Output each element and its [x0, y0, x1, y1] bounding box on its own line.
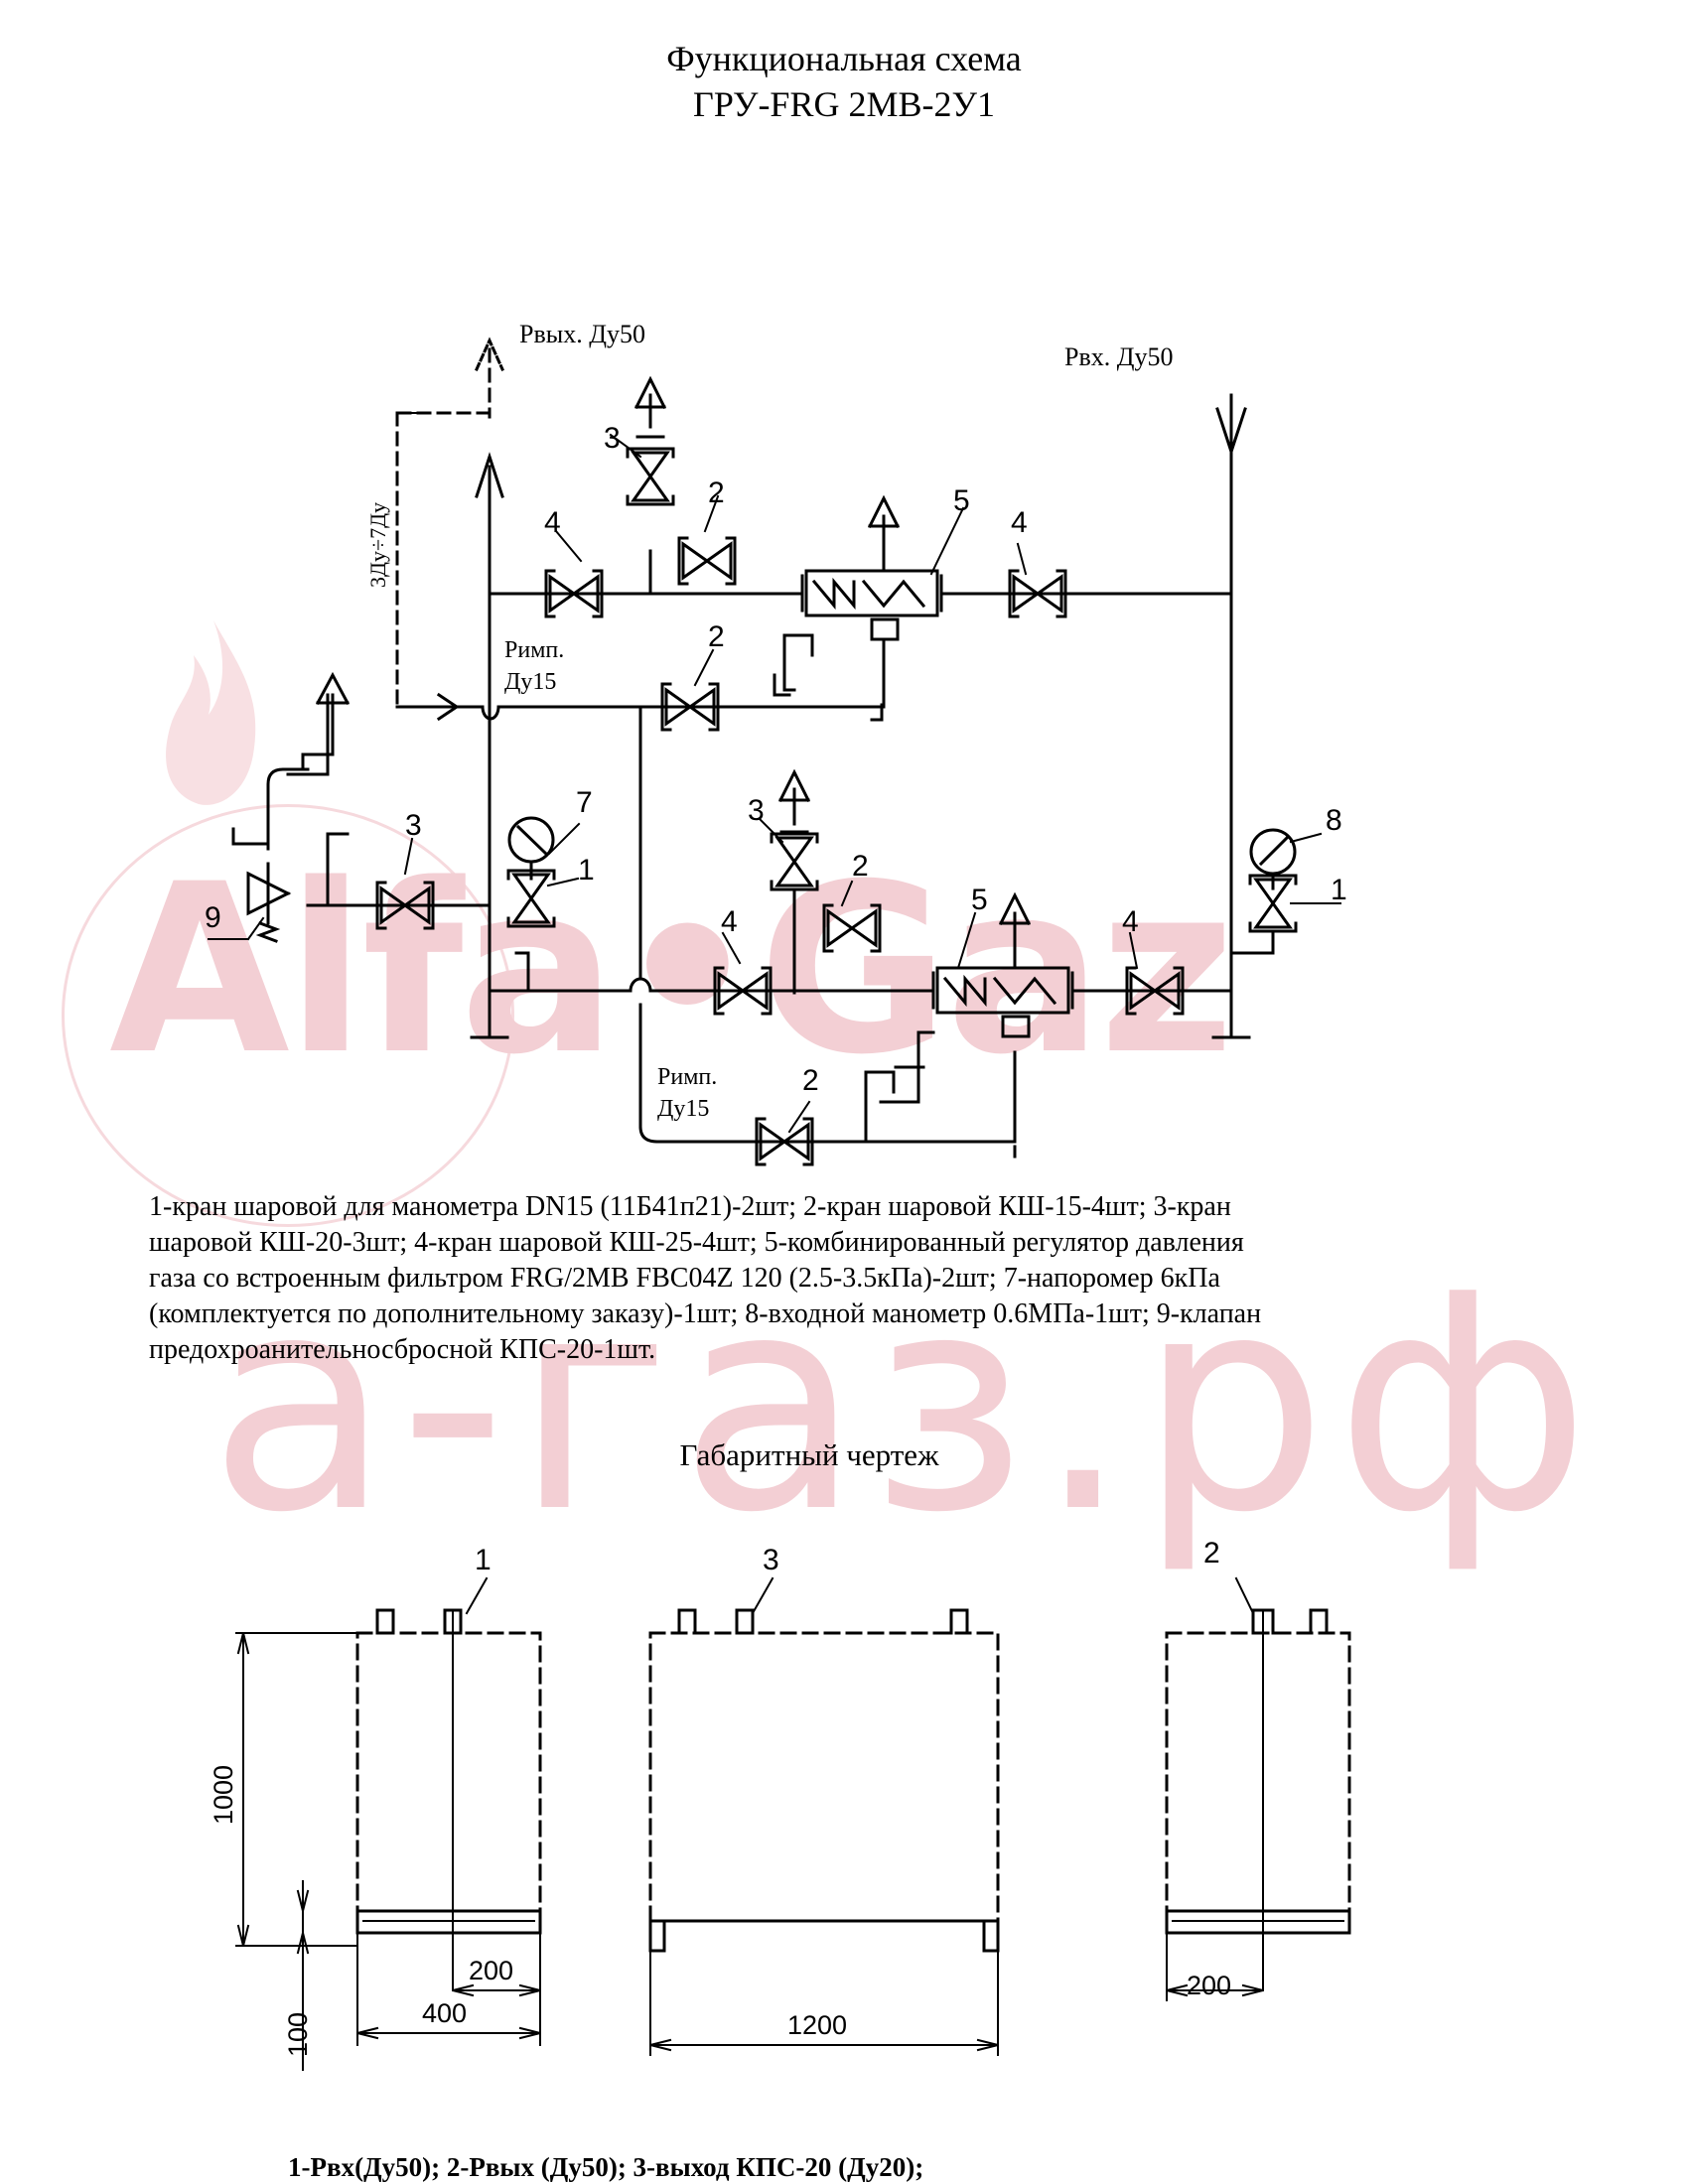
- legend-line-1: 1-кран шаровой для манометра DN15 (11Б41…: [149, 1191, 1231, 1222]
- impulse-top-label-2: Ду15: [504, 669, 557, 695]
- page-title: Функциональная схема: [666, 39, 1022, 78]
- dim-width-front: 1200: [787, 2010, 848, 2040]
- front-view: [648, 1576, 1000, 1953]
- callout-2d: 2: [802, 1064, 819, 1097]
- callout-3a: 3: [604, 422, 621, 455]
- impulse-bottom-label-2: Ду15: [657, 1096, 710, 1122]
- dim-height: 1000: [209, 1764, 238, 1825]
- dim-offset-2: 200: [1187, 1971, 1232, 2000]
- callout-7: 7: [576, 786, 593, 819]
- page-subtitle: ГРУ-FRG 2МВ-2У1: [693, 84, 995, 124]
- pressure-gauges: [507, 816, 1297, 890]
- legend: 1-кран шаровой для манометра DN15 (11Б41…: [149, 1189, 1489, 1368]
- valve-4-bottom-left: [713, 966, 773, 1016]
- callout-5a: 5: [953, 484, 970, 517]
- plugs: [773, 633, 1017, 1159]
- callout-3c: 3: [405, 809, 422, 842]
- side-view-right: [1165, 1576, 1351, 1991]
- valve-2-top-bypass: [677, 536, 737, 586]
- callout-5b: 5: [971, 884, 988, 916]
- line-bottom: [488, 977, 1233, 993]
- legend-line-4: (комплектуется по дополнительному заказу…: [149, 1298, 1262, 1329]
- callout-4c: 4: [721, 905, 738, 938]
- impulse-line-bottom: [638, 705, 1017, 1144]
- dimensional-title: Габаритный чертеж: [679, 1437, 939, 1472]
- legend-line-5: предохроанительносбросной КПС-20-1шт.: [149, 1334, 656, 1365]
- valve-2-top-impulse: [660, 682, 720, 732]
- logo-watermark: Alfa•Gaz: [109, 835, 1235, 1106]
- impulse-bottom-label-1: Римп.: [657, 1064, 718, 1090]
- inlet-pipe: [1211, 393, 1251, 1039]
- callout-1: 1: [578, 854, 595, 887]
- leader-lines: [208, 433, 1341, 1134]
- regulator-top: [800, 494, 943, 641]
- callout-4a: 4: [544, 506, 561, 539]
- outlet-pipe: [395, 337, 509, 1039]
- callout-9: 9: [205, 901, 221, 934]
- valve-2-bottom-bypass: [822, 903, 882, 953]
- valve-3-top-vent: [626, 447, 675, 506]
- valve-3-bottom-vent: [770, 832, 819, 891]
- valve-2-bottom-impulse: [755, 1117, 814, 1166]
- logo-ring-watermark: [62, 804, 514, 1227]
- callout-4b: 4: [1011, 506, 1028, 539]
- valves-group: [375, 447, 1298, 1166]
- psv-branch: [231, 671, 492, 943]
- valve-4-top-right: [1008, 569, 1067, 618]
- url-watermark: а-газ.рф: [209, 1231, 1599, 1577]
- footer-legend: 1-Рвх(Ду50); 2-Рвых (Ду50); 3-выход КПС-…: [288, 2152, 924, 2182]
- callout-2a: 2: [708, 477, 725, 509]
- callout-1b: 1: [1331, 874, 1347, 906]
- impulse-top-label-1: Римп.: [504, 637, 565, 663]
- dim-callout-3: 3: [763, 1544, 779, 1576]
- dimension-lines: [235, 1632, 1264, 2071]
- callout-2c: 2: [852, 850, 869, 883]
- dim-offset-1: 200: [469, 1956, 514, 1985]
- regulator-bottom: [931, 891, 1074, 1038]
- callout-8: 8: [1326, 804, 1342, 837]
- callout-2b: 2: [708, 620, 725, 653]
- branch-taps: [514, 549, 1275, 995]
- dim-width-side: 400: [422, 1998, 468, 2028]
- legend-line-3: газа со встроенным фильтром FRG/2MB FBC0…: [149, 1263, 1220, 1294]
- legend-line-2: шаровой КШ-20-3шт; 4-кран шаровой КШ-25-…: [149, 1227, 1244, 1258]
- flame-watermark-icon: [166, 620, 256, 805]
- outlet-label: Рвых. Ду50: [519, 320, 645, 348]
- valve-4-top-left: [544, 569, 604, 618]
- impulse-line-top: [395, 638, 886, 722]
- callout-3b: 3: [748, 794, 765, 827]
- length-dimension: [396, 412, 418, 708]
- callout-4d: 4: [1122, 905, 1139, 938]
- vent-stacks: [633, 375, 811, 834]
- valve-3-psv: [375, 881, 435, 930]
- dim-base-height: 100: [283, 2011, 313, 2057]
- side-view-left: [355, 1576, 542, 1991]
- inlet-label: Рвх. Ду50: [1064, 342, 1174, 371]
- dim-callout-1: 1: [475, 1544, 492, 1576]
- length-label: 3Ду÷7Ду: [365, 501, 390, 588]
- valve-4-bottom-right: [1125, 966, 1185, 1016]
- dim-callout-2: 2: [1203, 1537, 1220, 1570]
